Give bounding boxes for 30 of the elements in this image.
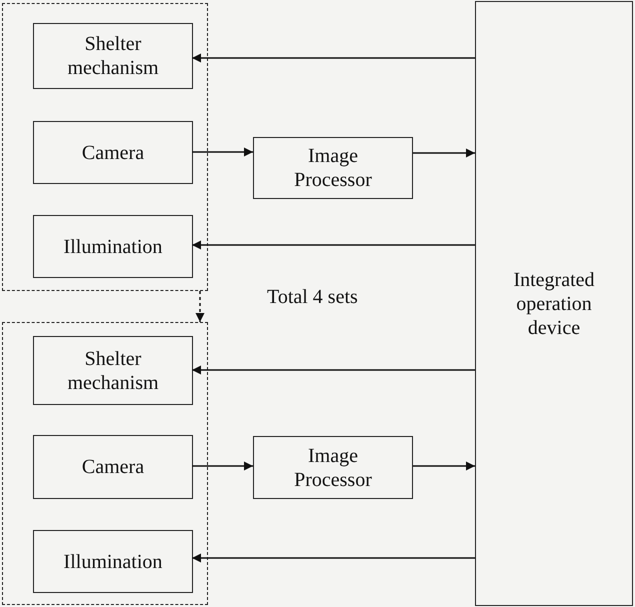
arrow bbox=[192, 462, 253, 470]
arrow bbox=[192, 54, 475, 62]
arrow bbox=[413, 148, 475, 158]
node-label: Integrated operation device bbox=[512, 268, 596, 340]
node-label: Shelter mechanism bbox=[66, 32, 160, 80]
module-box bbox=[33, 336, 193, 405]
module-box bbox=[33, 215, 193, 278]
node-label: Shelter mechanism bbox=[66, 346, 160, 394]
node-label: Camera bbox=[82, 455, 144, 479]
node-label: Image Processor bbox=[293, 144, 373, 192]
module-box bbox=[33, 435, 193, 499]
dashed-group-box bbox=[2, 322, 208, 605]
dashed-group-box bbox=[2, 3, 208, 291]
node-label: Illumination bbox=[64, 550, 162, 574]
module-box bbox=[33, 23, 193, 89]
module-box bbox=[33, 530, 193, 593]
arrow bbox=[192, 148, 253, 156]
module-box bbox=[253, 436, 413, 499]
module-box bbox=[253, 137, 413, 199]
arrow bbox=[192, 554, 475, 562]
arrow bbox=[413, 462, 475, 470]
module-box bbox=[33, 121, 193, 184]
device-box bbox=[475, 1, 633, 606]
arrow bbox=[192, 366, 475, 374]
arrow bbox=[192, 240, 475, 250]
note-text: Total 4 sets bbox=[267, 286, 358, 309]
node-label: Camera bbox=[82, 140, 144, 164]
dotted-arrow bbox=[196, 291, 204, 322]
node-label: Image Processor bbox=[293, 444, 373, 492]
node-label: Illumination bbox=[64, 234, 162, 258]
